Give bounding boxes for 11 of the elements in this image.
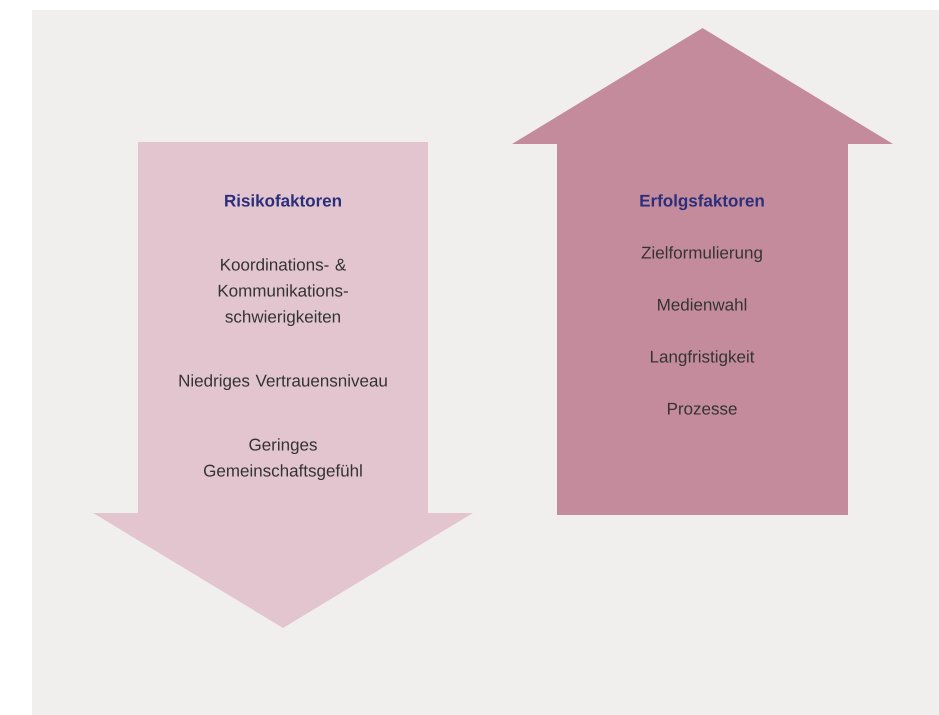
down-arrow <box>93 142 473 628</box>
factor-text: Medienwahl <box>658 298 746 311</box>
factor-text: Prozesse <box>668 402 737 415</box>
factor-text: Niedriges Vertrauensniveau <box>180 374 387 390</box>
heading: Erfolgsfaktoren <box>640 194 764 210</box>
factor-text: Koordinations- & Kommunikations- schwierigkeiten <box>218 258 348 326</box>
up-arrow <box>512 28 893 515</box>
heading: Risikofaktoren <box>225 194 341 207</box>
factor-text: Zielformulierung <box>642 246 762 262</box>
factor-text: Geringes Gemeinschaftsgefühl <box>204 438 362 480</box>
factor-text: Langfristigkeit <box>650 350 754 366</box>
